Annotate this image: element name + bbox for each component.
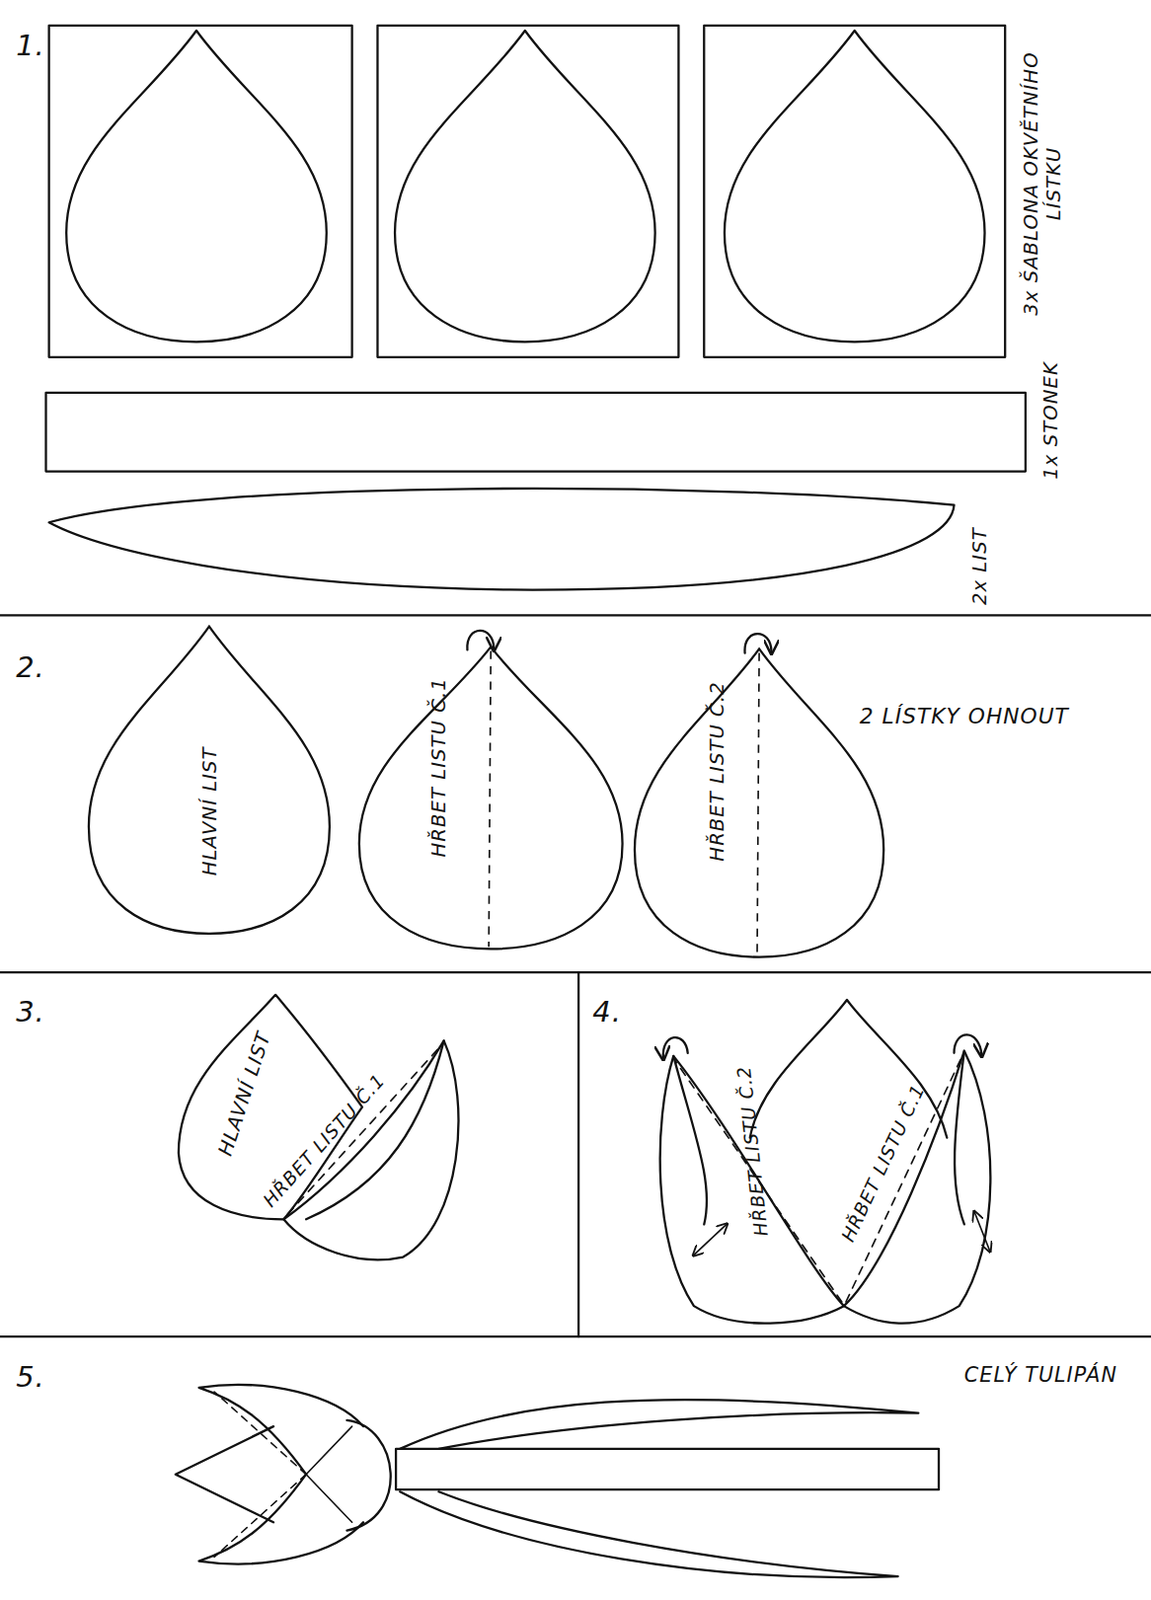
petal-outline — [88, 626, 330, 934]
fold-edge — [954, 1051, 965, 1226]
tulip-petal — [199, 1474, 364, 1565]
petal-outline — [359, 646, 623, 949]
petal-outline — [632, 646, 886, 959]
tulip-leaf — [399, 1399, 919, 1450]
annotation: 2x LIST — [968, 527, 992, 606]
fold-line — [306, 1426, 353, 1475]
stem-template — [46, 392, 1026, 472]
petal-outline — [634, 648, 884, 957]
petal-template — [394, 30, 656, 342]
fold-line — [306, 1474, 353, 1524]
separator — [0, 613, 1151, 616]
petal-outline — [357, 644, 625, 951]
tulip-leaf — [399, 1491, 898, 1578]
step-number: 3. — [15, 996, 46, 1029]
separator — [577, 972, 580, 1337]
fold-line — [288, 1045, 443, 1216]
petal-template — [724, 30, 986, 342]
annotation: 3x ŠABLONA OKVĚTNÍHO LÍSTKU — [1020, 46, 1066, 322]
step-number: 1. — [15, 29, 46, 63]
petal-label: HLAVNÍ LIST — [198, 746, 222, 876]
template-frame — [49, 25, 353, 358]
annotation: 2 LÍSTKY OHNOUT — [859, 703, 1070, 729]
bend-arrow — [663, 1037, 689, 1059]
fold-line — [757, 653, 760, 956]
annotation: CELÝ TULIPÁN — [964, 1364, 1118, 1388]
step-number: 2. — [15, 651, 46, 685]
tulip-petal — [175, 1426, 274, 1523]
fold-line — [675, 1061, 842, 1303]
bend-arrow — [954, 1034, 983, 1055]
step-number: 5. — [15, 1361, 46, 1394]
fold-line — [214, 1474, 307, 1558]
petal-label: HŘBET LISTU Č.1 — [426, 677, 450, 857]
petal-shape: HLAVNÍ LIST — [86, 624, 332, 936]
curl-arrow — [974, 1212, 991, 1251]
petal-label: HŘBET LISTU Č.2 — [704, 682, 728, 862]
tulip-stem — [395, 1449, 939, 1490]
main-petal — [750, 999, 948, 1139]
curl-arrow — [693, 1224, 727, 1255]
folded-petal — [660, 1056, 845, 1324]
tulip-petal — [199, 1384, 364, 1475]
fold-line — [214, 1391, 307, 1475]
step-number: 4. — [592, 996, 622, 1029]
fold-line — [488, 651, 491, 948]
petal-shape: HŘBET LISTU Č.2 — [632, 646, 886, 959]
petal-shape: HŘBET LISTU Č.1 — [357, 644, 625, 951]
annotation: HŘBET LISTU Č.1 — [838, 1080, 930, 1245]
tulip-bulb — [346, 1420, 390, 1532]
leaf-template — [49, 488, 955, 591]
template-frame — [377, 25, 679, 358]
separator — [0, 971, 1151, 974]
annotation: 1x STONEK — [1039, 361, 1063, 480]
template-frame — [703, 25, 1005, 358]
petal-template — [66, 30, 327, 342]
separator — [0, 1335, 1151, 1338]
